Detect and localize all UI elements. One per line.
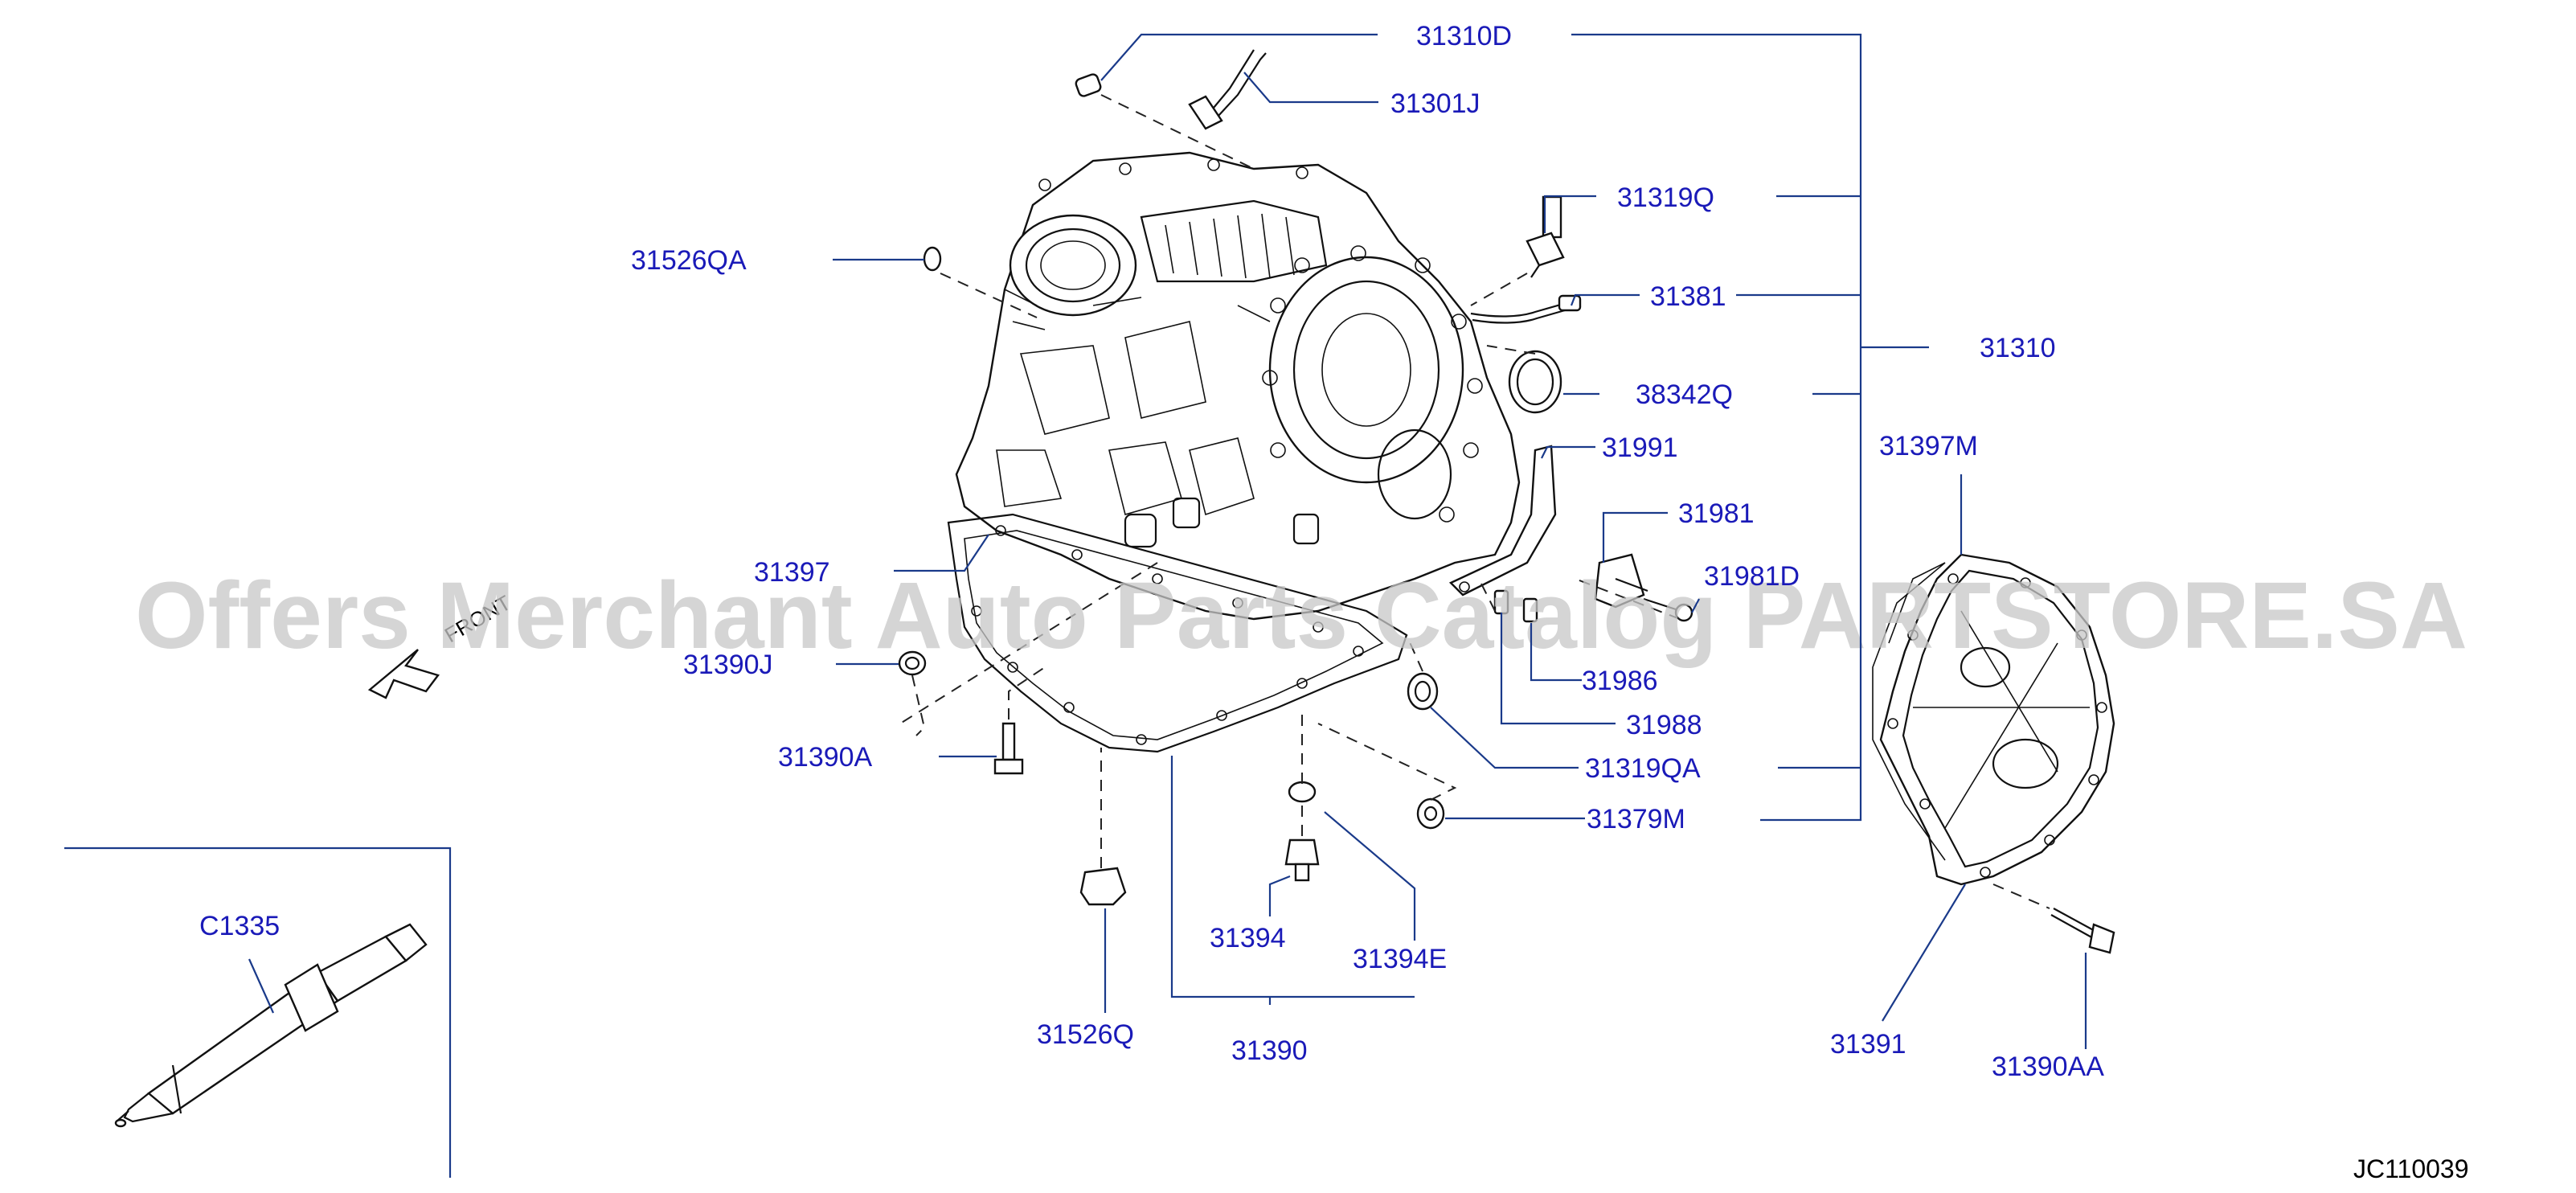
transaxle-case [947, 151, 1521, 753]
sensor-bolt-part [1643, 597, 1693, 622]
grommet-part [898, 650, 927, 676]
label-31988[interactable]: 31988 [1626, 710, 1702, 740]
label-31991[interactable]: 31991 [1602, 433, 1678, 463]
label-31310D[interactable]: 31310D [1416, 21, 1512, 51]
label-31381[interactable]: 31381 [1650, 281, 1726, 312]
label-31391[interactable]: 31391 [1830, 1029, 1906, 1060]
sensor-part [1526, 195, 1565, 278]
label-31390A[interactable]: 31390A [778, 742, 873, 773]
bracket-bolts-part [1493, 589, 1538, 623]
cover-bolt-part [2050, 908, 2115, 954]
label-38342Q[interactable]: 38342Q [1636, 379, 1733, 410]
sealant-tube-part [114, 923, 428, 1128]
oil-pan-drain-bolt-part [1284, 781, 1320, 882]
pan-bolt-part [993, 722, 1024, 775]
label-C1335[interactable]: C1335 [199, 911, 280, 941]
part-labels: 31310D 31301J 31319Q 31526QA 31381 31310… [199, 21, 2104, 1082]
plug-cap-part [1075, 73, 1102, 97]
label-31301J[interactable]: 31301J [1390, 88, 1480, 119]
label-31394E[interactable]: 31394E [1353, 944, 1447, 974]
oil-seal-part [1508, 350, 1562, 414]
label-31390J[interactable]: 31390J [683, 650, 773, 680]
label-31526QA[interactable]: 31526QA [631, 245, 747, 276]
label-31319QA[interactable]: 31319QA [1585, 753, 1701, 784]
filler-plug-part [1079, 867, 1127, 906]
label-31981[interactable]: 31981 [1678, 498, 1755, 529]
label-31986[interactable]: 31986 [1582, 666, 1658, 696]
leader-lines [248, 33, 2087, 1049]
label-31379M[interactable]: 31379M [1587, 804, 1685, 834]
side-cover-part [1872, 553, 2115, 886]
bracket-part [1448, 445, 1557, 596]
label-31981D[interactable]: 31981D [1704, 561, 1800, 592]
washer-part [1416, 797, 1445, 830]
speed-sensor-part [1594, 553, 1648, 609]
drain-plug-part [1407, 672, 1439, 711]
o-ring-part [923, 246, 942, 272]
c1335-frame [64, 847, 452, 1178]
label-31394[interactable]: 31394 [1210, 923, 1286, 953]
label-31397[interactable]: 31397 [754, 557, 830, 588]
alignment-dash-lines [899, 94, 2050, 909]
diagram-reference-code: JC110039 [2353, 1154, 2469, 1183]
watermark-text: Offers Merchant Auto Parts Catalog PARTS… [135, 563, 2467, 669]
label-31390[interactable]: 31390 [1231, 1035, 1308, 1066]
label-31526Q[interactable]: 31526Q [1037, 1019, 1134, 1050]
label-31310[interactable]: 31310 [1980, 333, 2056, 363]
breather-hose-part [1470, 294, 1582, 324]
label-31319Q[interactable]: 31319Q [1617, 182, 1714, 213]
label-31397M[interactable]: 31397M [1879, 431, 1978, 461]
label-31390AA[interactable]: 31390AA [1992, 1052, 2104, 1082]
dipstick-part [1188, 49, 1267, 130]
